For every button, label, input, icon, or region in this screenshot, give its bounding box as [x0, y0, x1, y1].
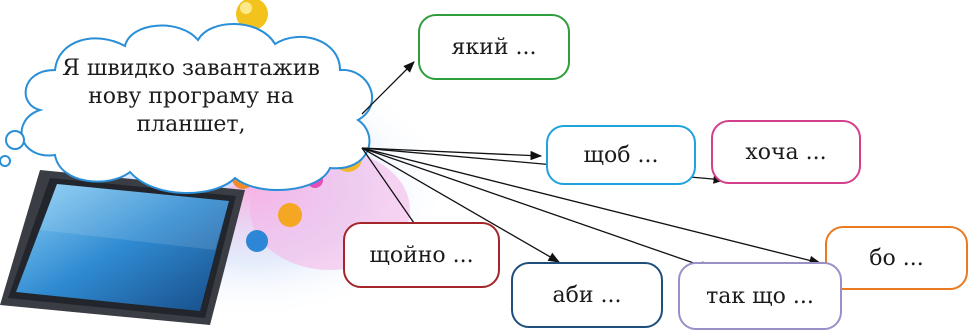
- arrow-to-tak-shcho: [361, 147, 713, 270]
- arrow-to-yakyi: [361, 61, 415, 115]
- arrow-to-shchob: [361, 147, 543, 161]
- arrow-to-shchoino: [361, 147, 424, 237]
- thought-line-2: нову програму на: [88, 84, 294, 109]
- box-bo: бо ...: [825, 226, 968, 290]
- box-shchoino: щойно ...: [343, 222, 500, 288]
- box-aby: аби ...: [511, 262, 663, 328]
- box-yakyi: який ...: [418, 14, 570, 80]
- arrow-to-bo: [361, 147, 822, 265]
- box-khocha: хоча ...: [711, 120, 861, 184]
- box-tak-shcho-label: так що ...: [706, 283, 814, 309]
- box-bo-label: бо ...: [869, 245, 924, 271]
- arrow-to-aby: [361, 147, 561, 263]
- thought-text: Я швидко завантажив нову програму на пла…: [28, 55, 354, 139]
- box-shchob-label: щоб ...: [583, 142, 659, 168]
- thought-line-1: Я швидко завантажив: [62, 56, 320, 81]
- box-shchob: щоб ...: [546, 125, 696, 185]
- box-aby-label: аби ...: [552, 282, 622, 308]
- box-tak-shcho: так що ...: [678, 262, 842, 330]
- box-khocha-label: хоча ...: [745, 139, 827, 165]
- thought-line-3: планшет,: [136, 112, 246, 137]
- box-shchoino-label: щойно ...: [369, 242, 474, 268]
- tablet-icon: [0, 170, 245, 325]
- box-yakyi-label: який ...: [451, 34, 537, 60]
